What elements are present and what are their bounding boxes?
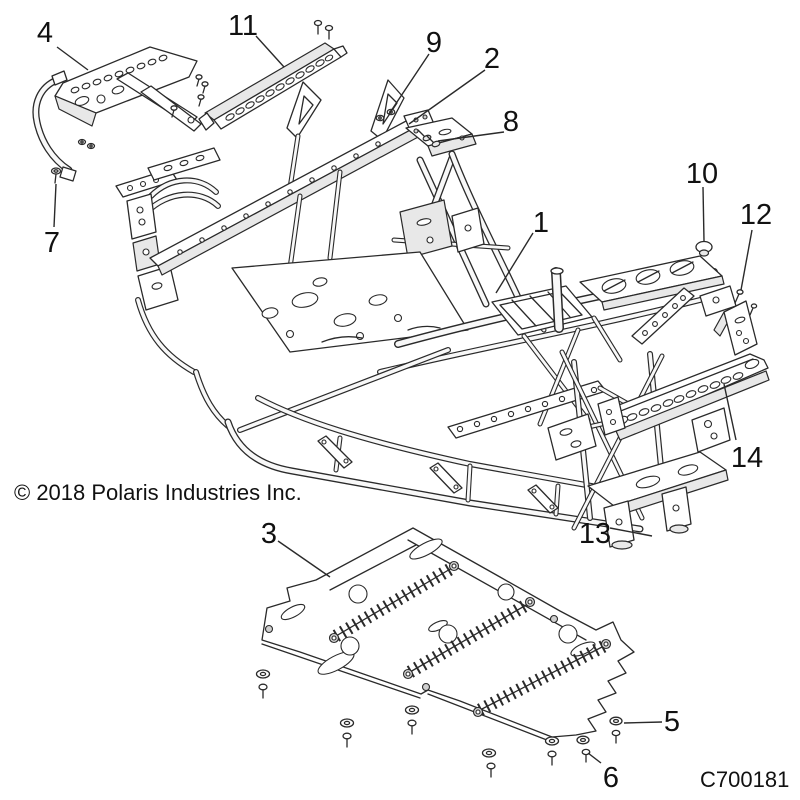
callout-leader-11 xyxy=(255,35,285,68)
fasteners xyxy=(50,19,758,778)
support-bar-part11 xyxy=(198,42,348,131)
callout-leader-9 xyxy=(388,53,430,115)
washer-screw-5 xyxy=(544,736,560,766)
nut-part9-a xyxy=(375,114,385,122)
bolt-part8-a xyxy=(417,129,432,142)
callouts: 4 7 11 9 2 8 1 10 12 14 13 3 5 6 xyxy=(37,10,772,794)
callout-label-13: 13 xyxy=(579,518,611,550)
callout-leader-2 xyxy=(408,69,486,125)
bolt-part8-b xyxy=(426,135,441,148)
callout-label-8: 8 xyxy=(503,106,519,138)
floor-pan xyxy=(231,251,469,353)
nut-part4-a xyxy=(77,138,87,146)
washer-screw-2 xyxy=(339,718,355,748)
rear-rack xyxy=(491,255,725,427)
nut-part4-b xyxy=(86,142,96,150)
washer-screw-7 xyxy=(609,716,623,744)
callout-leader-13 xyxy=(609,527,653,537)
plug-part10 xyxy=(695,240,713,257)
washer-screw-1 xyxy=(255,669,271,699)
callout-leader-7 xyxy=(53,183,57,228)
main-frame-part1 xyxy=(115,79,737,533)
rear-subframe-part13 xyxy=(547,349,731,550)
screw-part12-a xyxy=(734,289,744,304)
callout-label-2: 2 xyxy=(484,43,500,75)
callout-label-5: 5 xyxy=(664,706,680,738)
screw-part12-b xyxy=(749,303,758,316)
skid-plate-part3 xyxy=(261,527,635,743)
callout-label-9: 9 xyxy=(426,27,442,59)
washer-screw-4 xyxy=(481,748,497,778)
callout-leader-4 xyxy=(56,46,89,71)
screw-part4-b xyxy=(201,81,209,94)
screw-part4-a xyxy=(195,74,203,87)
callout-label-12: 12 xyxy=(740,199,772,231)
drawing-number: C700181 xyxy=(700,767,789,792)
washer-screw-3 xyxy=(404,705,420,735)
callout-label-3: 3 xyxy=(261,518,277,550)
callout-label-4: 4 xyxy=(37,17,53,49)
callout-leader-6 xyxy=(587,752,602,764)
callout-leader-10 xyxy=(702,186,705,242)
callout-leader-12 xyxy=(740,229,753,291)
callout-label-1: 1 xyxy=(533,207,549,239)
callout-label-14: 14 xyxy=(731,442,763,474)
rear-bumper-part14 xyxy=(597,300,770,441)
screw-part4-c xyxy=(197,94,205,107)
bolt-part7 xyxy=(50,167,62,184)
callout-leader-3 xyxy=(277,540,331,578)
callout-label-11: 11 xyxy=(228,10,258,42)
callout-label-7: 7 xyxy=(44,227,60,259)
callout-leader-14 xyxy=(723,383,737,441)
screw-top-a xyxy=(313,19,323,35)
washer-screw-6 xyxy=(576,735,591,763)
callout-leader-8 xyxy=(437,131,505,142)
screw-top-b xyxy=(324,24,334,40)
callout-label-6: 6 xyxy=(603,762,619,794)
copyright-text: © 2018 Polaris Industries Inc. xyxy=(14,480,302,505)
callout-leader-5 xyxy=(623,721,663,724)
callout-leader-1 xyxy=(495,232,534,294)
screw-part4-d xyxy=(170,105,178,118)
callout-label-10: 10 xyxy=(686,158,718,190)
